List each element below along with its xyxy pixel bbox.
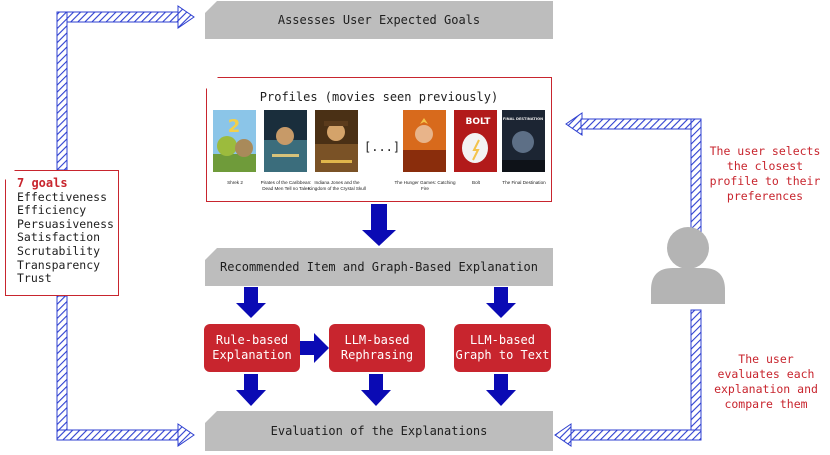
arrow-profiles-to-recommended [362, 204, 396, 246]
movie-caption: The Final Destination [502, 180, 546, 185]
evaluation-banner: Evaluation of the Explanations [205, 411, 553, 451]
user-icon [651, 227, 725, 304]
profiles-panel: Profiles (movies seen previously) 2 Shre… [206, 77, 552, 202]
indiana-jones-poster[interactable] [315, 110, 358, 172]
goals-panel: 7 goals Effectiveness Efficiency Persuas… [5, 170, 119, 296]
goal-item: Persuasiveness [17, 216, 114, 231]
select-note-line: the closest [726, 159, 804, 173]
goals-title: 7 goals [17, 176, 68, 190]
evaluate-note-line: compare them [724, 397, 808, 411]
movie-caption: Bolt [472, 180, 480, 185]
final-destination-poster[interactable]: FINAL DESTINATION [502, 110, 545, 172]
evaluation-banner-label: Evaluation of the Explanations [270, 424, 488, 438]
movie-caption: Shrek 2 [227, 180, 243, 185]
llm-rephrasing-label-line-1: LLM-based [344, 333, 410, 347]
bolt-poster-title: BOLT [466, 117, 492, 127]
arrow-rule-to-evaluation [236, 374, 266, 406]
llm-graph-text-label-line-2: Graph to Text [455, 348, 550, 362]
rule-based-label-line-1: Rule-based [215, 333, 289, 347]
llm-graph-text-label-line-1: LLM-based [469, 333, 535, 347]
evaluate-explanations-note: The user evaluates each explanation and … [707, 352, 825, 412]
evaluate-note-line: evaluates each [717, 367, 815, 381]
arrow-rephrasing-to-evaluation [361, 374, 391, 406]
rule-based-explanation-box: Rule-based Explanation [204, 324, 300, 372]
select-note-line: preferences [726, 189, 804, 203]
evaluate-note-line: The user [738, 352, 794, 366]
recommended-banner: Recommended Item and Graph-Based Explana… [205, 248, 553, 286]
more-movies-ellipsis: [...] [364, 140, 401, 154]
hunger-games-poster[interactable] [403, 110, 446, 172]
movie-caption: The Hunger Games: Catching Fire [394, 180, 456, 191]
select-profile-note: The user selects the closest profile to … [700, 144, 830, 204]
llm-graph-to-text-box: LLM-based Graph to Text [454, 324, 551, 372]
right-loop-connector [554, 112, 702, 447]
arrow-recommended-to-graph-text [486, 287, 516, 318]
arrow-recommended-to-rule [236, 287, 266, 318]
movie-caption: Pirates of the Caribbean: Dead Men Tell … [260, 180, 312, 191]
recommended-banner-label: Recommended Item and Graph-Based Explana… [220, 260, 538, 274]
bolt-poster[interactable]: BOLT [454, 110, 497, 172]
final-destination-poster-title: FINAL DESTINATION [503, 117, 543, 121]
arrow-rule-to-rephrasing [299, 333, 329, 363]
llm-rephrasing-box: LLM-based Rephrasing [329, 324, 425, 372]
svg-text:2: 2 [228, 116, 241, 137]
shrek-2-poster[interactable]: 2 [213, 110, 256, 172]
goal-item: Satisfaction [17, 230, 101, 245]
evaluate-note-line: explanation and [714, 382, 818, 396]
goal-item: Transparency [17, 257, 101, 272]
goal-item: Efficiency [17, 203, 87, 218]
flow-arrows [236, 204, 516, 406]
arrow-graph-text-to-evaluation [486, 374, 516, 406]
pirates-poster[interactable] [264, 110, 307, 172]
profiles-title: Profiles (movies seen previously) [259, 90, 499, 104]
top-banner-label: Assesses User Expected Goals [277, 13, 481, 27]
goal-item: Scrutability [17, 243, 101, 258]
llm-rephrasing-label-line-2: Rephrasing [340, 348, 414, 362]
select-note-line: The user selects [709, 144, 821, 158]
select-note-line: profile to their [709, 174, 821, 188]
movie-caption: Indiana Jones and the Kingdom of the Cry… [308, 180, 366, 191]
goal-item: Effectiveness [17, 189, 108, 204]
rule-based-label-line-2: Explanation [212, 348, 292, 362]
goal-item: Trust [17, 271, 52, 286]
top-banner: Assesses User Expected Goals [205, 1, 553, 39]
